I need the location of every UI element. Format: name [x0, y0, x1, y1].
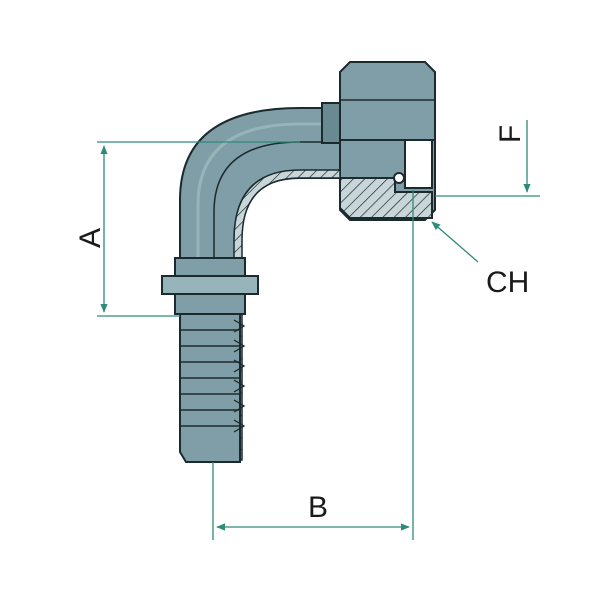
serrated-stem — [179, 313, 246, 463]
label-b: B — [308, 491, 328, 524]
nut-section — [339, 139, 433, 219]
bore-section — [233, 169, 341, 461]
stem-collar — [161, 257, 259, 315]
dimension-lines — [97, 120, 540, 540]
ch-leader — [431, 221, 479, 263]
label-f: F — [494, 125, 527, 143]
label-ch: CH — [486, 266, 529, 299]
label-a: A — [74, 228, 107, 248]
